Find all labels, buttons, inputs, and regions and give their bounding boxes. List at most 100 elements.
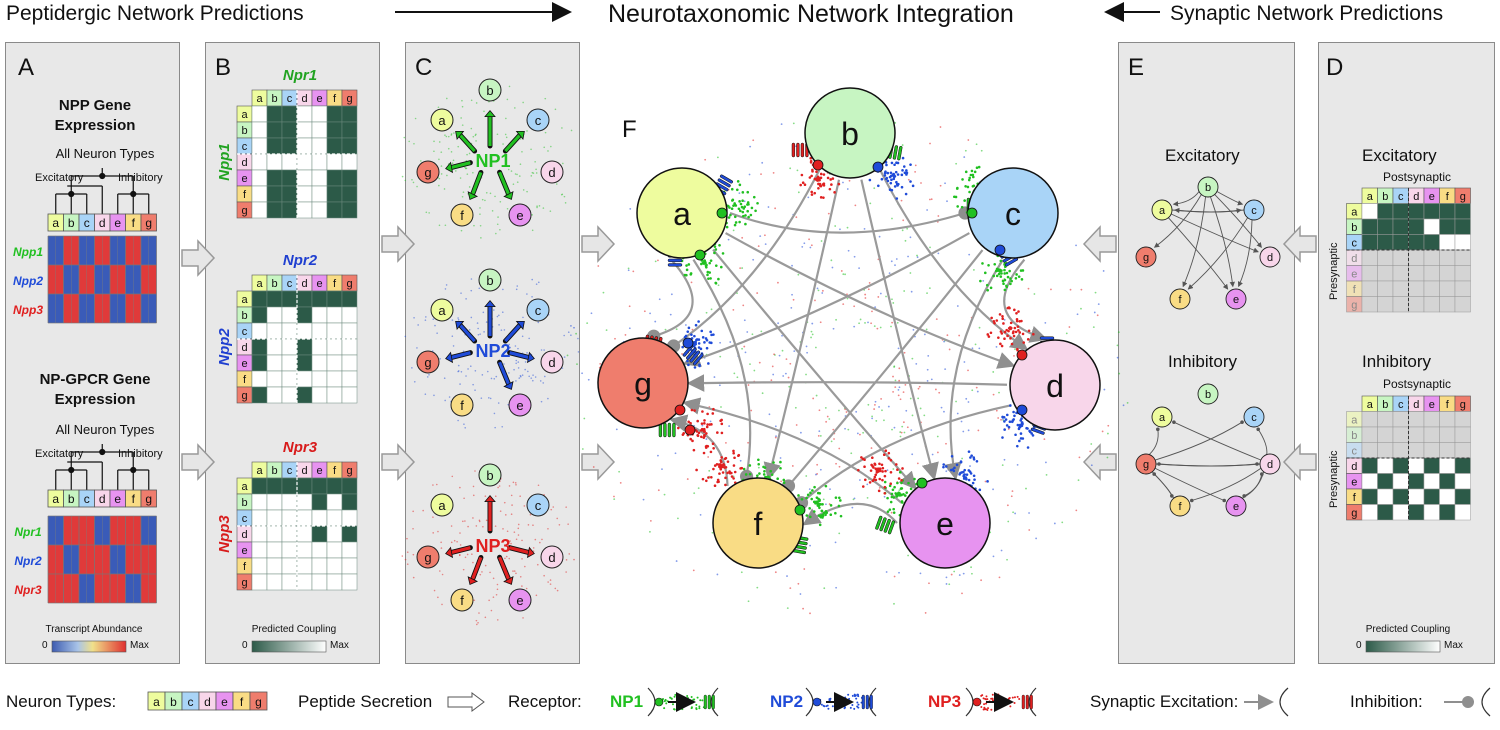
peptide-cloud-dot bbox=[742, 214, 745, 218]
membrane-right bbox=[868, 687, 877, 717]
flow-arrow-right bbox=[381, 225, 416, 263]
peptide-cloud-dot bbox=[756, 474, 759, 477]
npr-heatmap-cell bbox=[125, 573, 134, 604]
peptide-cloud-dot bbox=[712, 407, 715, 411]
npp-heatmap-cell bbox=[125, 235, 134, 266]
bg-peptide-dot bbox=[917, 387, 920, 390]
np-arrowhead bbox=[503, 575, 514, 585]
bg-peptide-dot bbox=[945, 442, 947, 445]
peptide-cloud-dot bbox=[871, 464, 874, 468]
bg-peptide-dot bbox=[789, 167, 792, 170]
peptide-cloud-dot bbox=[972, 175, 975, 179]
peptide-dot bbox=[507, 168, 510, 171]
coupling-cell bbox=[296, 493, 313, 511]
peptide-dot bbox=[481, 374, 484, 376]
peptide-cloud-dot bbox=[740, 205, 744, 209]
matrix-title: Npr3 bbox=[283, 439, 318, 456]
bg-peptide-dot bbox=[859, 318, 862, 321]
coupling-cell bbox=[266, 169, 283, 187]
bg-peptide-dot bbox=[900, 431, 903, 434]
bg-peptide-dot bbox=[736, 376, 739, 379]
peptide-cloud-dot bbox=[1014, 433, 1017, 437]
bg-peptide-dot bbox=[1045, 473, 1048, 476]
peptide-cloud-dot bbox=[726, 471, 729, 475]
inh-matrix-cell bbox=[1377, 473, 1394, 490]
bg-peptide-dot bbox=[1106, 456, 1109, 459]
bg-peptide-dot bbox=[756, 586, 759, 589]
np-arrow bbox=[498, 171, 511, 195]
synaptic-edge bbox=[725, 232, 1016, 369]
net-node-label-b: b bbox=[486, 83, 493, 98]
inh-matrix-cell bbox=[1377, 504, 1394, 521]
coupling-cell bbox=[251, 306, 268, 324]
footer-peptide-dot bbox=[663, 707, 666, 710]
peptide-dot bbox=[466, 173, 469, 175]
bg-peptide-dot bbox=[892, 468, 895, 470]
bg-peptide-dot bbox=[816, 463, 819, 466]
panel-f-label: F bbox=[622, 116, 637, 143]
net-node-f bbox=[450, 203, 474, 227]
synaptic-edge bbox=[794, 404, 1012, 510]
peptide-dot bbox=[401, 175, 404, 178]
bg-peptide-dot bbox=[903, 351, 906, 354]
bg-peptide-dot bbox=[828, 418, 831, 420]
coupling-cell bbox=[341, 201, 358, 219]
peptide-cloud-dot bbox=[905, 491, 908, 494]
peptide-cloud-dot bbox=[693, 334, 696, 338]
coupling-cell bbox=[296, 370, 313, 388]
exc-edge bbox=[1172, 191, 1200, 207]
bg-peptide-dot bbox=[829, 488, 831, 491]
bg-peptide-dot bbox=[711, 531, 714, 534]
bg-peptide-dot bbox=[984, 480, 987, 483]
bg-peptide-dot bbox=[842, 303, 845, 306]
peptide-dot bbox=[424, 319, 427, 321]
bg-peptide-dot bbox=[720, 406, 722, 408]
peptide-cloud-dot bbox=[888, 484, 892, 488]
peptide-cloud-dot bbox=[967, 450, 971, 453]
npp-heatmap-cell bbox=[148, 264, 157, 295]
peptide-dot bbox=[489, 571, 491, 574]
peptide-cloud-dot bbox=[817, 497, 820, 501]
bg-peptide-dot bbox=[902, 219, 905, 222]
terminal-knob bbox=[966, 207, 978, 219]
net-node-label-f: f bbox=[460, 593, 464, 608]
peptide-cloud-dot bbox=[824, 484, 828, 488]
peptide-cloud-dot bbox=[896, 184, 899, 187]
bg-peptide-dot bbox=[795, 216, 798, 219]
np-arrowhead bbox=[484, 494, 496, 503]
coupling-cell bbox=[326, 137, 343, 155]
npp-heatmap-cell bbox=[125, 264, 134, 295]
peptide-cloud-dot bbox=[901, 169, 904, 172]
d-presynaptic-1: Presynaptic bbox=[1328, 242, 1340, 300]
coupling-cell bbox=[311, 525, 328, 543]
peptide-dot bbox=[506, 207, 509, 210]
peptide-dot bbox=[515, 359, 518, 362]
bg-peptide-dot bbox=[583, 417, 586, 420]
npr-heatmap-cell bbox=[55, 573, 64, 604]
coupling-cell bbox=[326, 557, 343, 575]
peptide-cloud-dot bbox=[683, 335, 687, 339]
npp-heatmap-cell bbox=[47, 293, 56, 324]
npp-heatmap-cell bbox=[78, 235, 87, 266]
np-arrowhead bbox=[445, 546, 454, 559]
peptide-cloud-dot bbox=[889, 470, 893, 474]
peptide-cloud-dot bbox=[710, 475, 713, 479]
peptide-cloud-dot bbox=[954, 195, 958, 199]
inh-matrix-col-label-f: f bbox=[1446, 399, 1450, 411]
inh-matrix-cell bbox=[1408, 411, 1425, 428]
peptide-cloud-dot bbox=[713, 245, 717, 248]
bg-peptide-dot bbox=[654, 320, 657, 323]
peptide-dot bbox=[459, 177, 462, 179]
bg-peptide-dot bbox=[581, 372, 583, 375]
bg-peptide-dot bbox=[792, 298, 795, 301]
peptide-dot bbox=[524, 565, 526, 568]
peptide-cloud-dot bbox=[757, 458, 760, 462]
inh-matrix-cell bbox=[1439, 504, 1456, 521]
exc-matrix-col-label-g: g bbox=[1460, 191, 1466, 203]
npp-heatmap-cell bbox=[109, 293, 118, 324]
inh-matrix-cell bbox=[1392, 457, 1409, 474]
footer-type-label-a: a bbox=[153, 695, 160, 709]
npr-heatmap-cell bbox=[55, 515, 64, 546]
peptide-cloud-dot bbox=[821, 503, 824, 506]
bg-peptide-dot bbox=[930, 378, 933, 381]
